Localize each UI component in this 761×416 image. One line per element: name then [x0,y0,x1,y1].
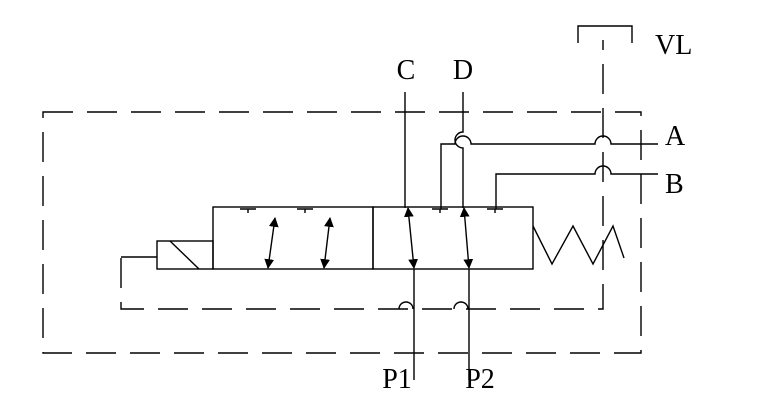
port-vl-label: VL [655,30,692,61]
port-d-line [454,92,464,208]
port-p2-label: P2 [465,364,495,395]
port-c-label: C [397,55,416,86]
port-p1-label: P1 [382,364,412,395]
valve-right-block [372,206,534,270]
port-b-line [495,165,658,209]
drain-tank-symbol [577,25,633,43]
port-p1-line [398,269,415,380]
port-a-line [440,135,658,209]
port-d-label: D [453,55,473,86]
return-spring [532,224,625,266]
port-b-label: B [665,169,684,200]
outer-enclosure [42,111,642,354]
pilot-dashed-line [120,40,604,310]
valve-left-block [212,206,374,270]
solenoid-actuator [121,240,214,270]
port-p2-line [453,269,470,380]
port-a-label: A [665,121,686,152]
